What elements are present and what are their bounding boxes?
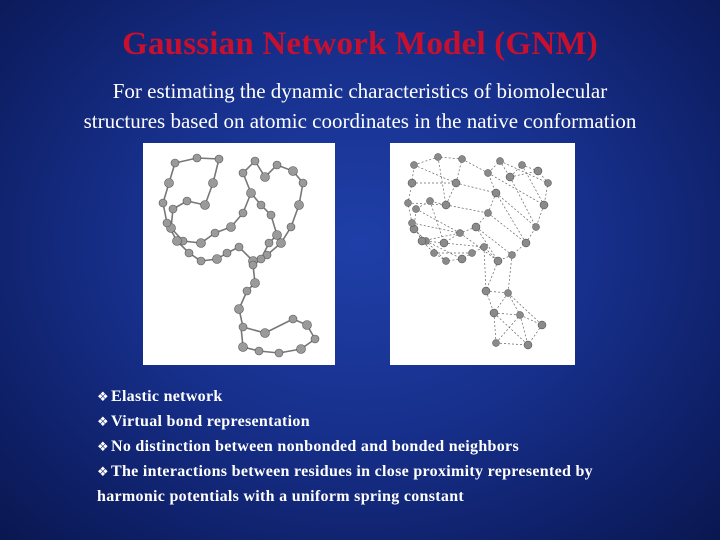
diamond-bullet-icon: ❖ [97,440,109,455]
slide-title: Gaussian Network Model (GNM) [122,26,598,62]
slide-subtitle: For estimating the dynamic characteristi… [0,76,720,136]
bullet-item: ❖No distinction between nonbonded and bo… [97,438,519,455]
diamond-bullet-icon: ❖ [97,465,109,480]
subtitle-line-2: structures based on atomic coordinates i… [83,109,637,133]
bullet-item: ❖The interactions between residues in cl… [97,463,593,505]
subtitle-line-1: For estimating the dynamic characteristi… [112,79,608,103]
bullet-item: ❖Elastic network [97,388,223,405]
bullet-item: ❖Virtual bond representation [97,413,310,430]
protein-backbone-chain-image [143,143,335,365]
diamond-bullet-icon: ❖ [97,390,109,405]
diamond-bullet-icon: ❖ [97,415,109,430]
elastic-network-graph-image [390,143,575,365]
bullet-list: ❖Elastic network ❖Virtual bond represent… [97,385,657,509]
